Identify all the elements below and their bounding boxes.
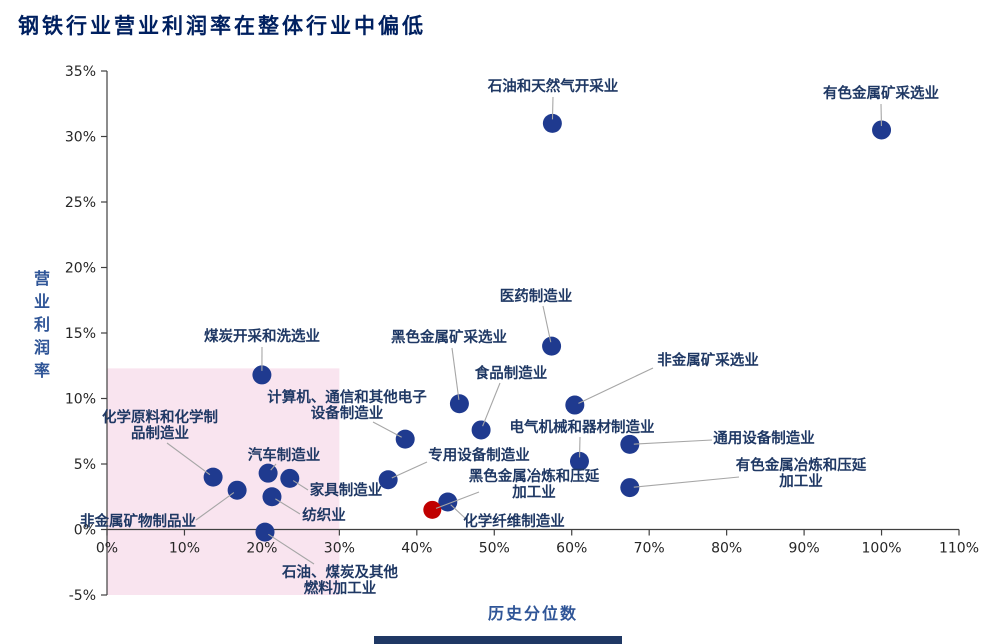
data-point xyxy=(258,463,278,483)
chart-title: 钢铁行业营业利润率在整体行业中偏低 xyxy=(18,14,426,38)
data-point-label: 汽车制造业 xyxy=(248,446,321,464)
data-point xyxy=(471,420,491,440)
leader-line xyxy=(275,498,301,515)
leader-line xyxy=(451,347,460,400)
data-point xyxy=(203,467,223,487)
y-tick-label: 0% xyxy=(74,523,96,539)
y-tick-label: 15% xyxy=(65,326,96,342)
leader-line xyxy=(166,442,211,476)
data-point-label: 通用设备制造业 xyxy=(713,429,815,447)
data-point-label: 医药制造业 xyxy=(500,287,573,305)
data-point-label: 加工业 xyxy=(778,473,823,490)
data-point-label: 非金属矿采选业 xyxy=(657,351,759,369)
leader-line xyxy=(578,367,654,404)
y-axis-title: 营业利润率 xyxy=(31,270,50,385)
data-point-label: 化学纤维制造业 xyxy=(463,512,565,530)
data-point-label: 家具制造业 xyxy=(310,481,383,499)
data-point-label: 煤炭开采和洗选业 xyxy=(204,327,320,345)
y-tick-label: 25% xyxy=(65,195,96,211)
x-axis-title: 历史分位数 xyxy=(487,604,578,623)
y-tick-label: 10% xyxy=(65,392,96,408)
y-tick-label: -5% xyxy=(69,588,96,604)
data-point-label: 有色金属矿采选业 xyxy=(823,84,939,102)
data-point xyxy=(542,336,562,356)
data-point-label: 黑色金属矿采选业 xyxy=(391,328,507,346)
leader-line xyxy=(195,492,235,521)
data-point xyxy=(872,120,892,140)
data-point xyxy=(395,429,415,449)
leader-line xyxy=(551,96,554,120)
data-point-label: 黑色金属冶炼和压延 xyxy=(469,467,600,485)
data-point-label: 石油和天然气开采业 xyxy=(487,77,619,95)
leader-line xyxy=(435,491,480,509)
leader-line xyxy=(633,439,713,445)
data-point-label: 计算机、通信和其他电子 xyxy=(267,388,427,406)
data-point-highlight xyxy=(423,500,442,519)
data-point xyxy=(620,434,640,454)
leader-line xyxy=(391,461,428,479)
x-tick-label: 110% xyxy=(939,541,979,557)
data-point xyxy=(565,395,585,415)
data-point xyxy=(280,468,300,488)
data-point-label: 燃料加工业 xyxy=(304,579,377,597)
leader-line xyxy=(372,421,402,438)
x-tick-label: 30% xyxy=(324,541,355,557)
x-tick-label: 90% xyxy=(789,541,820,557)
data-point-label: 有色金属冶炼和压延 xyxy=(736,456,867,474)
data-point xyxy=(262,487,282,507)
x-tick-label: 0% xyxy=(96,541,118,557)
data-point-label: 非金属矿物制品业 xyxy=(80,512,196,530)
data-point xyxy=(255,522,275,542)
data-point-label: 食品制造业 xyxy=(475,364,548,382)
footer-bar xyxy=(374,636,622,644)
x-tick-label: 40% xyxy=(401,541,432,557)
leader-line xyxy=(542,305,552,343)
leader-line xyxy=(633,476,740,488)
data-point xyxy=(252,365,272,385)
data-point-label: 纺织业 xyxy=(302,506,346,524)
data-point xyxy=(449,394,469,414)
data-point-label: 加工业 xyxy=(511,484,556,501)
leader-line xyxy=(270,463,277,471)
data-point xyxy=(378,470,398,490)
x-tick-label: 80% xyxy=(711,541,742,557)
data-point-label: 化学原料和化学制 xyxy=(102,408,218,426)
data-point-label: 电气机械和器材制造业 xyxy=(510,418,655,436)
leader-line xyxy=(292,480,309,491)
data-point xyxy=(542,113,562,133)
x-tick-label: 100% xyxy=(862,541,902,557)
data-point-label: 品制造业 xyxy=(131,424,189,442)
y-tick-label: 30% xyxy=(65,130,96,146)
data-point-label: 设备制造业 xyxy=(311,404,384,422)
y-tick-label: 20% xyxy=(65,261,96,277)
x-tick-label: 50% xyxy=(479,541,510,557)
leader-line xyxy=(482,382,501,427)
data-point-label: 石油、煤炭及其他 xyxy=(281,563,398,581)
y-tick-label: 35% xyxy=(65,64,96,80)
leader-line xyxy=(450,504,467,520)
y-tick-label: 5% xyxy=(74,457,96,473)
leader-line xyxy=(268,533,315,565)
x-tick-label: 20% xyxy=(246,541,277,557)
x-tick-label: 10% xyxy=(169,541,200,557)
data-point xyxy=(227,480,247,500)
data-point xyxy=(620,478,640,498)
data-point-label: 专用设备制造业 xyxy=(428,446,530,464)
x-tick-label: 70% xyxy=(634,541,665,557)
data-point xyxy=(569,451,589,471)
highlight-region xyxy=(107,368,340,595)
x-tick-label: 60% xyxy=(556,541,587,557)
